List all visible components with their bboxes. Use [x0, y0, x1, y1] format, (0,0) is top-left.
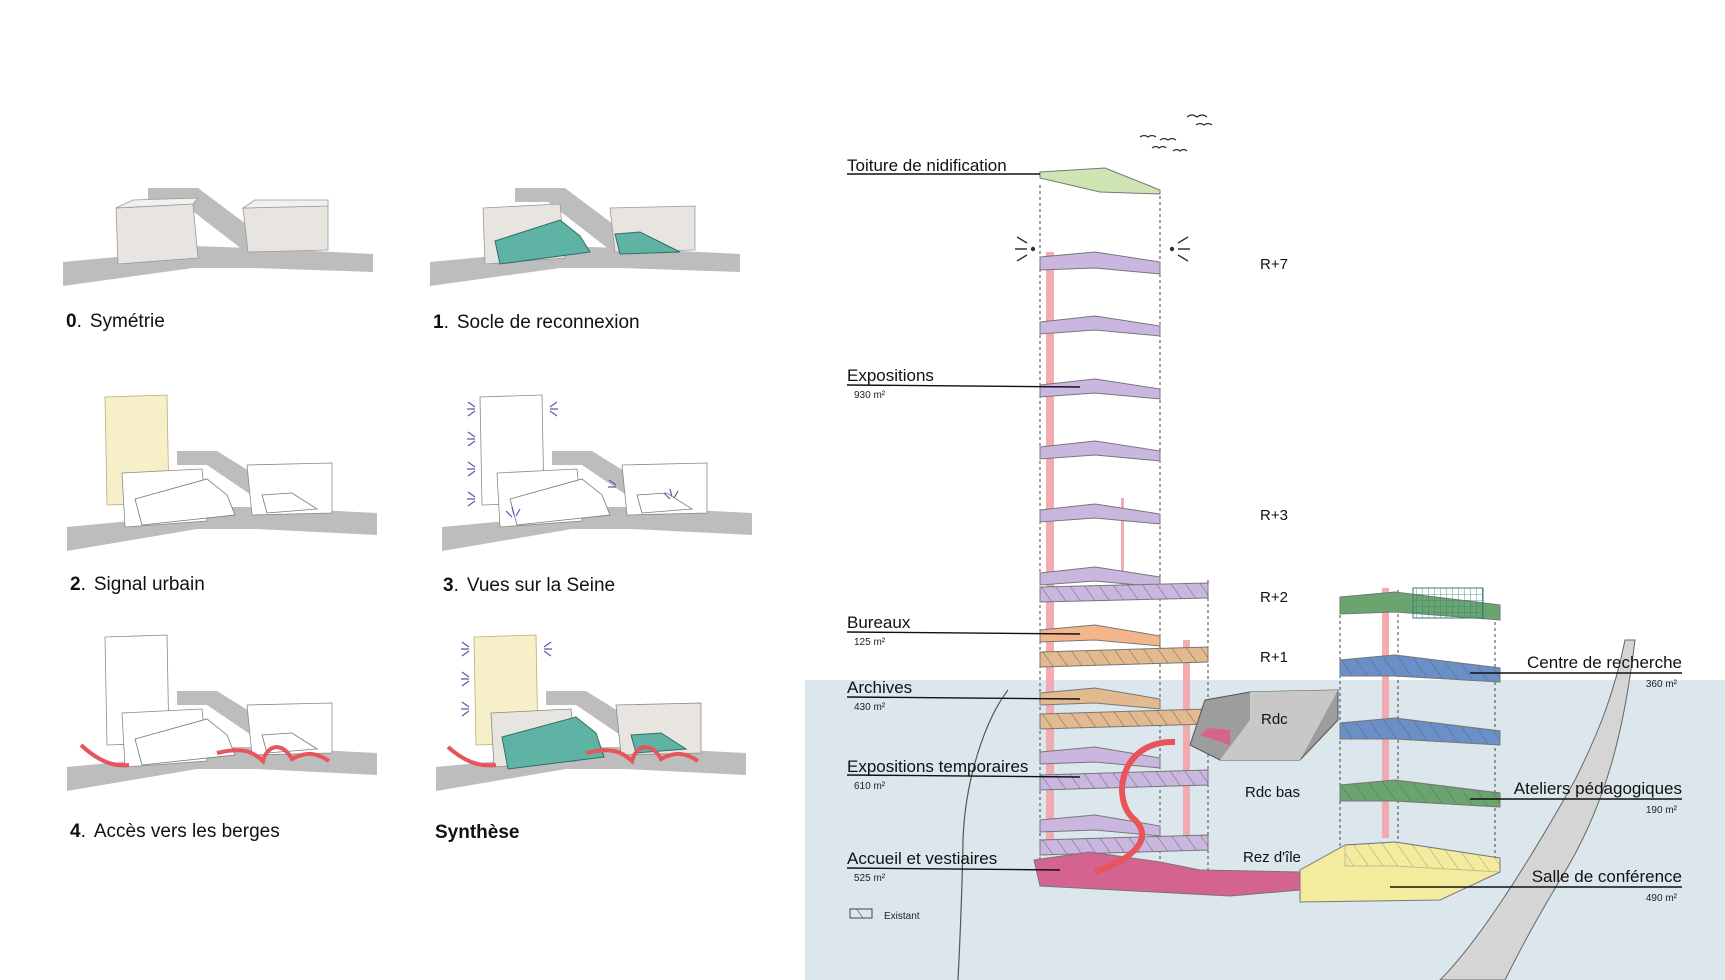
label-toiture: Toiture de nidification: [847, 156, 1007, 175]
right-program-labels: Centre de recherche 360 m² Ateliers péda…: [1390, 653, 1682, 904]
caption-2: 2.Signal urbain: [70, 574, 205, 595]
caption-3: 3.Vues sur la Seine: [443, 575, 615, 596]
legend-existing: Existant: [884, 911, 920, 922]
caption-1: 1.Socle de reconnexion: [433, 312, 640, 333]
diagram-2-signal: [67, 394, 377, 551]
area-ateliers: 190 m²: [1646, 805, 1678, 816]
slab-r1: [1039, 646, 1209, 668]
diagram-0-symetrie: [63, 188, 373, 286]
level-labels: R+7 R+3 R+2 R+1 Rdc Rdc bas Rez d'île: [1243, 256, 1301, 866]
label-centre-recherche: Centre de recherche: [1527, 653, 1682, 672]
label-expo-temp: Expositions temporaires: [847, 757, 1028, 776]
level-rez-ile: Rez d'île: [1243, 849, 1301, 866]
slab-bureaux: [1039, 624, 1161, 647]
legend-hatch-swatch: [849, 908, 873, 919]
label-bureaux: Bureaux: [847, 613, 911, 632]
caption-0: 0.Symétrie: [66, 311, 165, 332]
area-expo-temp: 610 m²: [854, 781, 886, 792]
area-centre-recherche: 360 m²: [1646, 679, 1678, 690]
diagram-4-acces: [67, 634, 377, 791]
level-rdc-bas: Rdc bas: [1245, 784, 1300, 801]
slab-rdc: [1039, 708, 1209, 730]
left-bank-line: [957, 689, 1009, 980]
slab-r2: [1039, 566, 1209, 603]
left-program-labels: Toiture de nidification Expositions 930 …: [846, 156, 1081, 884]
caption-synthese: Synthèse: [435, 822, 519, 843]
area-accueil: 525 m²: [854, 873, 886, 884]
level-r2: R+2: [1260, 589, 1288, 606]
vertical-circulation: [1046, 252, 1389, 850]
diagram-1-socle: [430, 188, 740, 286]
diagram-synthese: [436, 634, 746, 791]
caption-4: 4.Accès vers les berges: [70, 821, 280, 842]
slab-roof: [1039, 167, 1161, 195]
level-r7: R+7: [1260, 256, 1288, 273]
right-bank: [1439, 639, 1636, 980]
ramp: [1094, 738, 1176, 875]
level-rdc: Rdc: [1261, 711, 1288, 728]
legend: Existant: [849, 908, 920, 922]
area-archives: 430 m²: [854, 702, 886, 713]
label-ateliers: Ateliers pédagogiques: [1514, 779, 1682, 798]
slabs-expositions: [1039, 251, 1161, 525]
area-salle-conference: 490 m²: [1646, 893, 1678, 904]
area-bureaux: 125 m²: [854, 637, 886, 648]
view-rays-icon: [1015, 236, 1190, 262]
label-expositions: Expositions: [847, 366, 934, 385]
label-salle-conference: Salle de conférence: [1532, 867, 1682, 886]
label-archives: Archives: [847, 678, 912, 697]
level-r3: R+3: [1260, 507, 1288, 524]
birds-icon: [1139, 114, 1213, 152]
area-expositions: 930 m²: [854, 390, 886, 401]
level-r1: R+1: [1260, 649, 1288, 666]
slab-archives: [1039, 687, 1161, 710]
label-accueil: Accueil et vestiaires: [847, 849, 997, 868]
slab-rez-ile: [1039, 834, 1209, 856]
diagram-3-vues: [442, 394, 752, 551]
